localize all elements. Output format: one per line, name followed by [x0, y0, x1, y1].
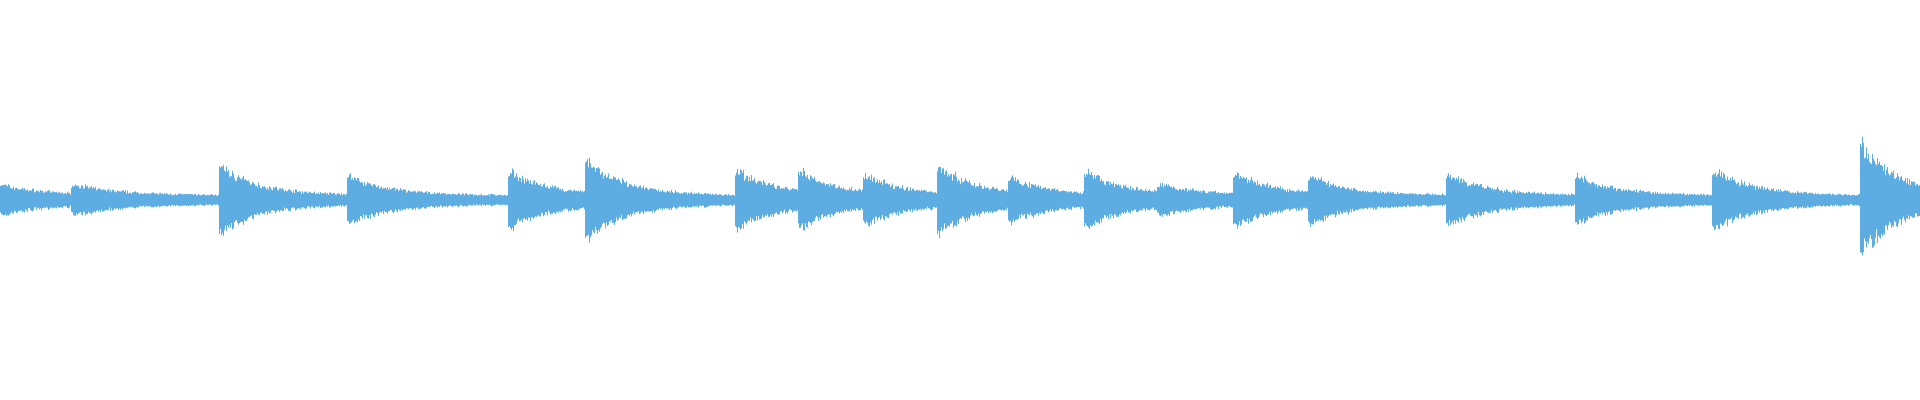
waveform-envelope	[1084, 168, 1157, 230]
waveform-envelope	[219, 164, 347, 236]
waveform-note-8	[798, 167, 863, 231]
waveform-note-4	[347, 173, 508, 224]
waveform-segments	[0, 136, 1920, 256]
waveform-envelope	[863, 172, 937, 227]
waveform-envelope	[937, 166, 1008, 239]
waveform-note-9	[863, 172, 937, 227]
waveform-note-10	[937, 166, 1008, 239]
waveform-envelope	[735, 169, 798, 233]
waveform-envelope	[347, 173, 508, 224]
waveform-note-7	[735, 169, 798, 233]
waveform-envelope	[1860, 136, 1920, 256]
waveform-envelope	[71, 184, 219, 216]
waveform-note-13	[1157, 182, 1233, 217]
waveform-note-6	[585, 157, 735, 243]
waveform-envelope	[508, 168, 585, 232]
waveform-note-11	[1008, 175, 1084, 226]
waveform-envelope	[0, 184, 71, 216]
waveform-envelope	[1157, 182, 1233, 217]
waveform-note-12	[1084, 168, 1157, 230]
waveform-envelope	[1008, 175, 1084, 226]
waveform-note-18	[1712, 169, 1860, 231]
waveform-note-15	[1308, 176, 1446, 227]
waveform-note-2	[71, 184, 219, 216]
waveform-note-19	[1860, 136, 1920, 256]
waveform-note-17	[1575, 172, 1712, 225]
waveform-envelope	[798, 167, 863, 231]
waveform-note-16	[1446, 173, 1575, 227]
waveform-note-14	[1233, 172, 1308, 229]
waveform-envelope	[1712, 169, 1860, 231]
waveform-envelope	[1575, 172, 1712, 225]
waveform-envelope	[1308, 176, 1446, 227]
waveform-envelope	[585, 157, 735, 243]
waveform-envelope	[1446, 173, 1575, 227]
waveform-note-1	[0, 184, 71, 216]
waveform-note-3	[219, 164, 347, 236]
waveform-envelope	[1233, 172, 1308, 229]
waveform-note-5	[508, 168, 585, 232]
